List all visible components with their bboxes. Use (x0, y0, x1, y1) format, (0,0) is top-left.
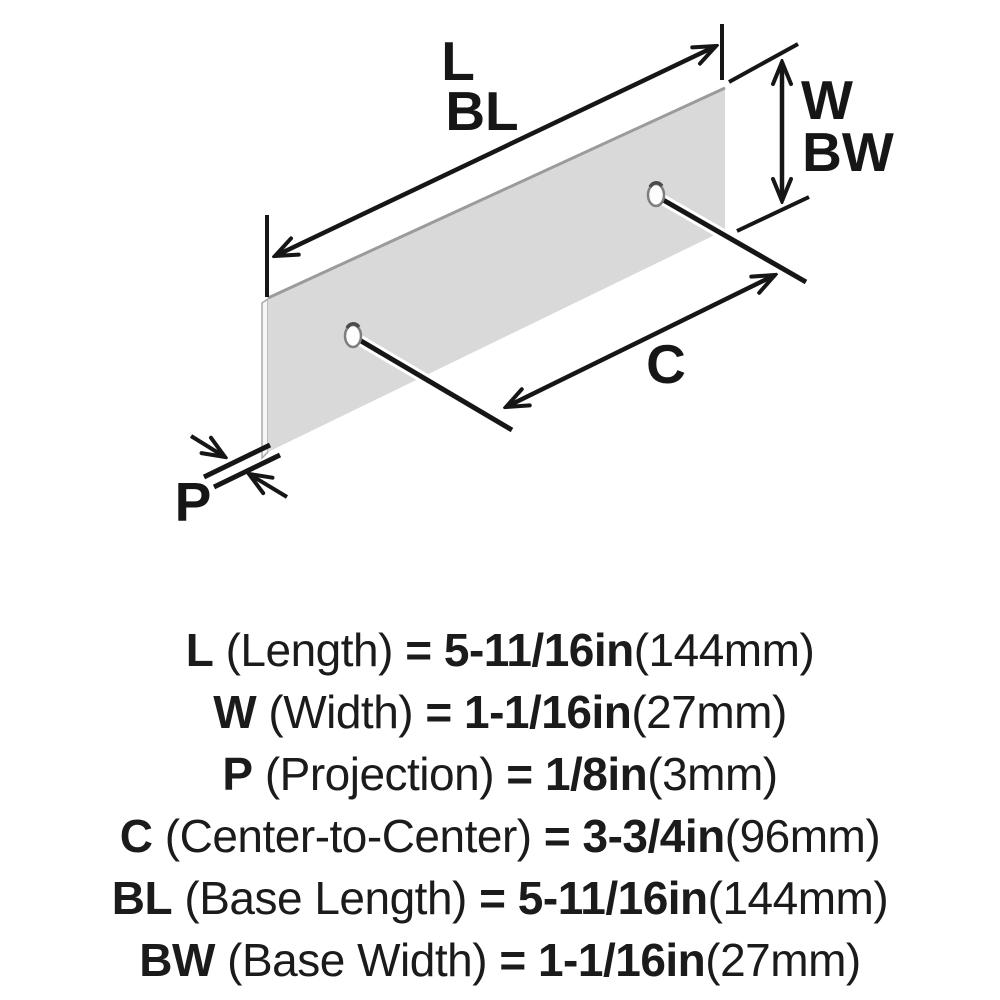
spec-symbol: P (222, 748, 253, 800)
spec-name: (Width) (256, 686, 426, 738)
length-dimension (265, 24, 724, 297)
spec-row-length: L (Length) = 5-11/16in(144mm) (0, 619, 1000, 681)
spec-row-width: W (Width) = 1-1/16in(27mm) (0, 681, 1000, 743)
spec-value: = 5-11/16in (479, 872, 708, 924)
spec-value: = 1-1/16in (499, 934, 706, 986)
spec-list: L (Length) = 5-11/16in(144mm) W (Width) … (0, 619, 1000, 991)
spec-symbol: C (119, 810, 153, 862)
width-dimension (728, 42, 810, 233)
spec-name: (Base Length) (172, 872, 480, 924)
spec-row-projection: P (Projection) = 1/8in(3mm) (0, 743, 1000, 805)
label-base-length: BL (445, 80, 518, 142)
spec-name: (Center-to-Center) (152, 810, 544, 862)
spec-row-base-width: BW (Base Width) = 1-1/16in(27mm) (0, 929, 1000, 991)
spec-value: = 1-1/16in (425, 686, 632, 738)
spec-metric: (3mm) (647, 748, 778, 800)
spec-row-base-length: BL (Base Length) = 5-11/16in(144mm) (0, 867, 1000, 929)
spec-name: (Base Width) (214, 934, 500, 986)
screw-hole-upper (646, 181, 666, 208)
spec-symbol: W (213, 686, 257, 738)
label-width: W (801, 69, 853, 131)
spec-symbol: BW (139, 934, 215, 986)
spec-metric: (144mm) (633, 624, 815, 676)
label-length: L (441, 30, 475, 92)
spec-name: (Length) (213, 624, 406, 676)
spec-symbol: BL (111, 872, 173, 924)
spec-metric: (27mm) (631, 686, 787, 738)
plate-side-edge (261, 297, 269, 460)
spec-name: (Projection) (252, 748, 507, 800)
label-base-width: BW (802, 121, 894, 183)
spec-value: = 5-11/16in (405, 624, 634, 676)
label-projection: P (175, 471, 212, 533)
dimension-diagram: L BL W BW C P (175, 24, 894, 533)
spec-row-center-to-center: C (Center-to-Center) = 3-3/4in(96mm) (0, 805, 1000, 867)
spec-metric: (96mm) (724, 810, 881, 862)
spec-value: = 1/8in (506, 748, 648, 800)
projection-callout (189, 434, 289, 499)
spec-metric: (144mm) (707, 872, 889, 924)
spec-metric: (27mm) (705, 934, 861, 986)
label-center-to-center: C (646, 333, 686, 395)
center-to-center-dimension (506, 275, 775, 407)
spec-value: = 3-3/4in (543, 810, 725, 862)
plate-face (268, 88, 725, 452)
screw-hole-lower (343, 322, 363, 349)
spec-symbol: L (185, 624, 214, 676)
